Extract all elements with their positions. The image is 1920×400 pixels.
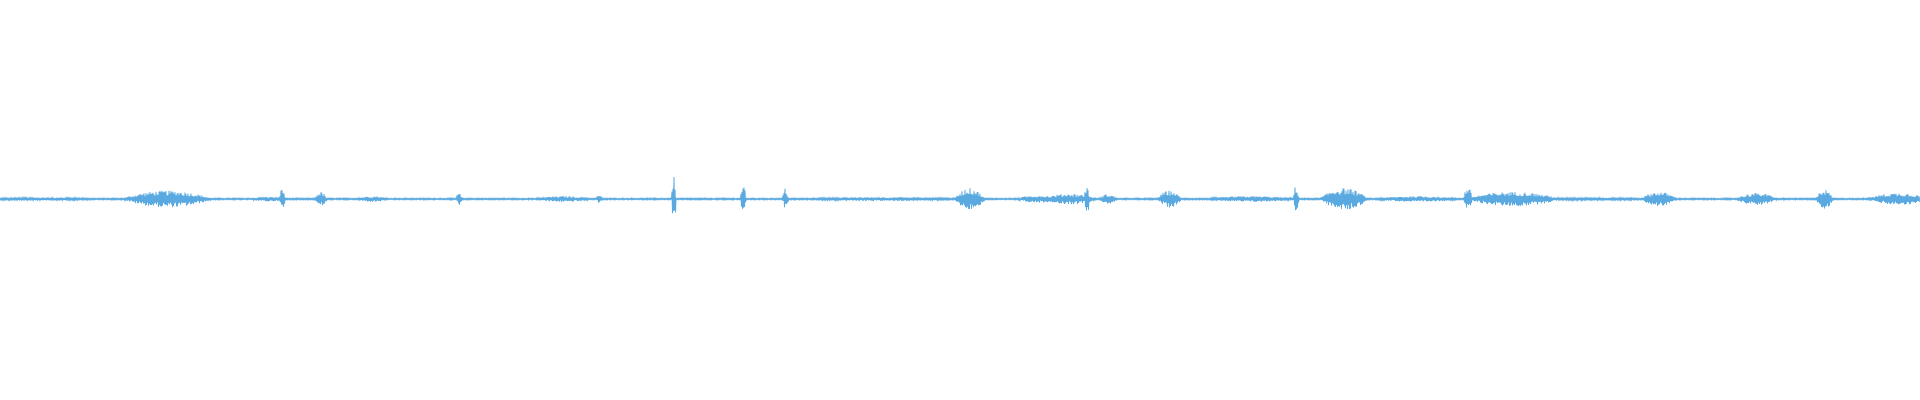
waveform-trace — [0, 176, 1920, 214]
